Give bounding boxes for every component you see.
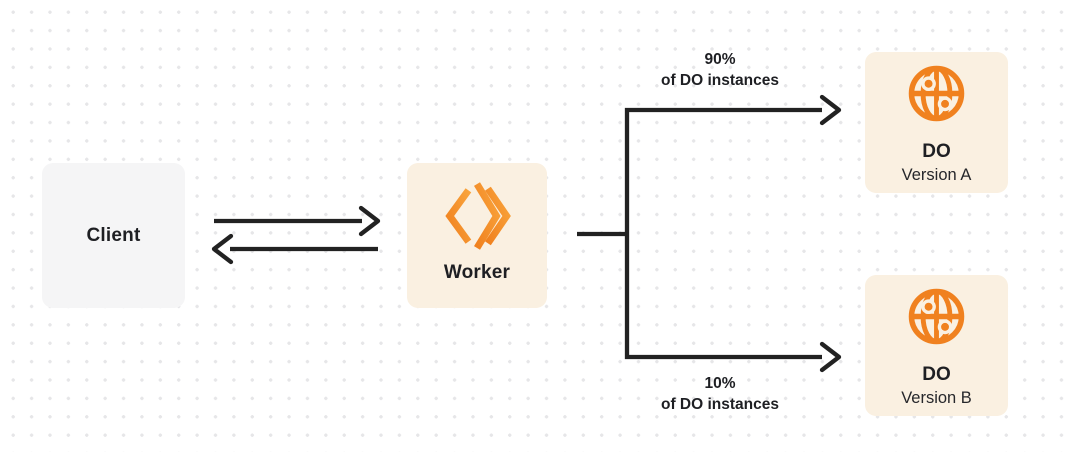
client-worker-arrow-right xyxy=(214,205,381,237)
bottom-branch-label-percent: 10% xyxy=(704,375,736,392)
worker-node: Worker xyxy=(407,163,547,308)
do-a-subtitle: Version A xyxy=(901,165,972,184)
top-branch-label-percent: 90% xyxy=(704,51,736,68)
worker-client-arrow-left xyxy=(211,233,378,265)
worker-node-label: Worker xyxy=(443,262,511,283)
client-node: Client xyxy=(42,163,185,308)
bottom-branch-label-caption: of DO instances xyxy=(661,395,779,413)
globe-icon xyxy=(908,288,965,345)
globe-icon xyxy=(908,65,965,122)
bottom-branch-label: 10% of DO instances xyxy=(661,374,779,415)
workers-logo-icon xyxy=(445,182,511,250)
client-node-label: Client xyxy=(86,224,141,246)
do-b-subtitle: Version B xyxy=(901,388,972,407)
top-branch-label: 90% of DO instances xyxy=(661,50,779,91)
do-b-title: DO xyxy=(922,364,951,385)
do-version-b-node: DO Version B xyxy=(865,275,1008,416)
do-version-a-node: DO Version A xyxy=(865,52,1008,193)
do-a-title: DO xyxy=(922,141,951,162)
split-connector xyxy=(577,94,842,373)
top-branch-label-caption: of DO instances xyxy=(661,71,779,89)
